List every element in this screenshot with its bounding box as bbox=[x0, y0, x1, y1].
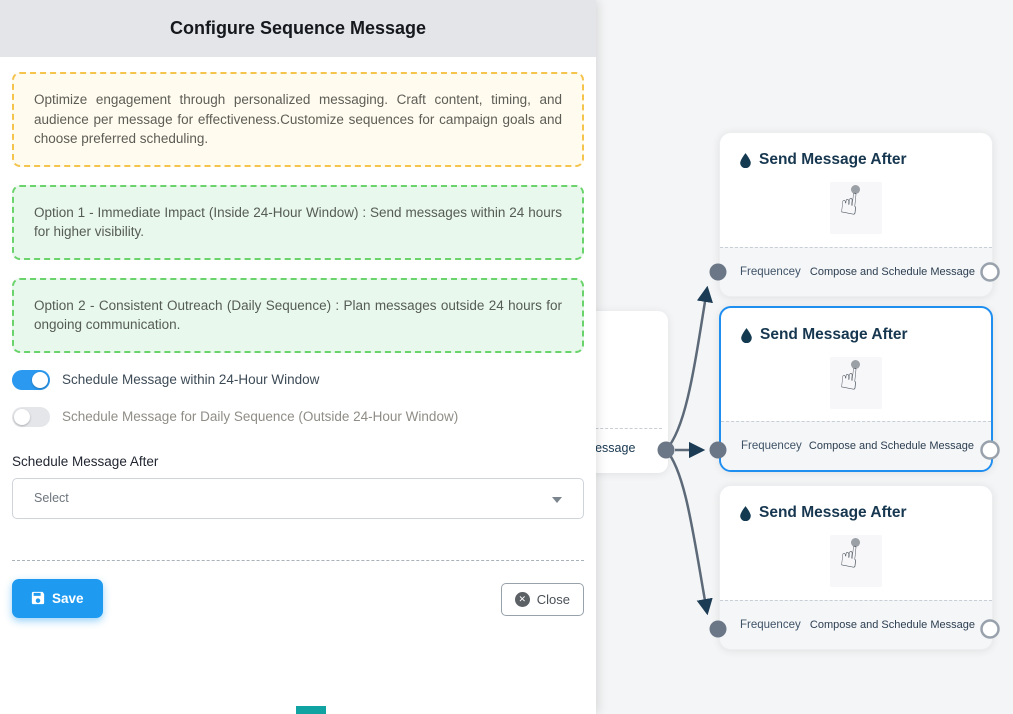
toggle-knob bbox=[14, 408, 30, 425]
save-icon bbox=[31, 592, 45, 605]
touch-point-icon bbox=[851, 185, 860, 194]
option-1-note: Option 1 - Immediate Impact (Inside 24-H… bbox=[12, 184, 584, 260]
select-value: Select bbox=[34, 491, 69, 506]
send-message-after-card-2[interactable]: Send Message After ☝ Frequencey Compose … bbox=[719, 306, 993, 472]
card-footer: Frequencey Compose and Schedule Message bbox=[720, 600, 992, 649]
intro-note: Optimize engagement through personalized… bbox=[12, 72, 584, 167]
card-footer: Frequencey Compose and Schedule Message bbox=[721, 421, 991, 470]
source-card-divider bbox=[566, 428, 662, 429]
schedule-daily-toggle[interactable] bbox=[12, 406, 50, 427]
close-button[interactable]: ✕ Close bbox=[500, 582, 584, 616]
flow-canvas[interactable]: ce Message Send Message After ☝ Frequenc… bbox=[560, 0, 1013, 714]
button-row: Save ✕ Close bbox=[12, 578, 584, 618]
schedule-24h-label: Schedule Message within 24-Hour Window bbox=[62, 372, 320, 388]
card-title: Send Message After bbox=[759, 504, 907, 521]
schedule-24h-toggle[interactable] bbox=[12, 369, 50, 390]
frequency-port-label[interactable]: Frequencey bbox=[741, 440, 802, 452]
tap-icon-box[interactable]: ☝ bbox=[830, 357, 882, 409]
toggle-knob bbox=[32, 371, 48, 388]
card-title: Send Message After bbox=[759, 151, 907, 168]
footer-divider bbox=[12, 559, 584, 561]
frequency-port-label[interactable]: Frequencey bbox=[740, 266, 801, 278]
page-title: Configure Sequence Message bbox=[169, 18, 427, 38]
tap-icon-box[interactable]: ☝ bbox=[830, 182, 882, 234]
panel-header: Configure Sequence Message bbox=[0, 0, 596, 57]
touch-point-icon bbox=[851, 538, 860, 547]
configure-sequence-panel: Configure Sequence Message Optimize enga… bbox=[0, 0, 596, 618]
droplet-icon bbox=[740, 152, 751, 168]
card-title: Send Message After bbox=[760, 326, 908, 343]
card-footer: Frequencey Compose and Schedule Message bbox=[720, 247, 992, 296]
send-message-after-card-1[interactable]: Send Message After ☝ Frequencey Compose … bbox=[719, 132, 993, 297]
pointing-hand-icon: ☝ bbox=[838, 187, 861, 222]
option-2-note: Option 2 - Consistent Outreach (Daily Se… bbox=[12, 277, 584, 353]
close-icon: ✕ bbox=[514, 591, 530, 607]
close-button-label: Close bbox=[536, 591, 570, 607]
card-title-row: Send Message After bbox=[720, 486, 992, 522]
schedule-after-select[interactable]: Select bbox=[12, 477, 584, 519]
schedule-after-label: Schedule Message After bbox=[12, 453, 159, 469]
compose-port-label[interactable]: Compose and Schedule Message bbox=[809, 266, 975, 278]
compose-port-label[interactable]: Compose and Schedule Message bbox=[809, 619, 975, 631]
compose-port-label[interactable]: Compose and Schedule Message bbox=[808, 440, 974, 452]
send-message-after-card-3[interactable]: Send Message After ☝ Frequencey Compose … bbox=[719, 485, 993, 650]
toggle-row-24h: Schedule Message within 24-Hour Window bbox=[12, 369, 584, 390]
tap-icon-box[interactable]: ☝ bbox=[830, 535, 882, 587]
save-button[interactable]: Save bbox=[12, 578, 103, 618]
droplet-icon bbox=[740, 505, 751, 521]
save-button-label: Save bbox=[52, 590, 84, 606]
toggle-row-daily: Schedule Message for Daily Sequence (Out… bbox=[12, 406, 584, 427]
droplet-icon bbox=[741, 327, 752, 343]
edge-to-card-1 bbox=[665, 285, 713, 451]
edge-to-card-3 bbox=[665, 449, 713, 616]
bottom-accent-bar bbox=[296, 706, 326, 714]
card-title-row: Send Message After bbox=[720, 133, 992, 169]
pointing-hand-icon: ☝ bbox=[838, 362, 861, 397]
frequency-port-label[interactable]: Frequencey bbox=[740, 619, 801, 631]
schedule-daily-label: Schedule Message for Daily Sequence (Out… bbox=[62, 409, 459, 425]
chevron-down-icon bbox=[552, 496, 562, 503]
pointing-hand-icon: ☝ bbox=[838, 540, 861, 575]
card-title-row: Send Message After bbox=[721, 308, 991, 344]
touch-point-icon bbox=[851, 360, 860, 369]
